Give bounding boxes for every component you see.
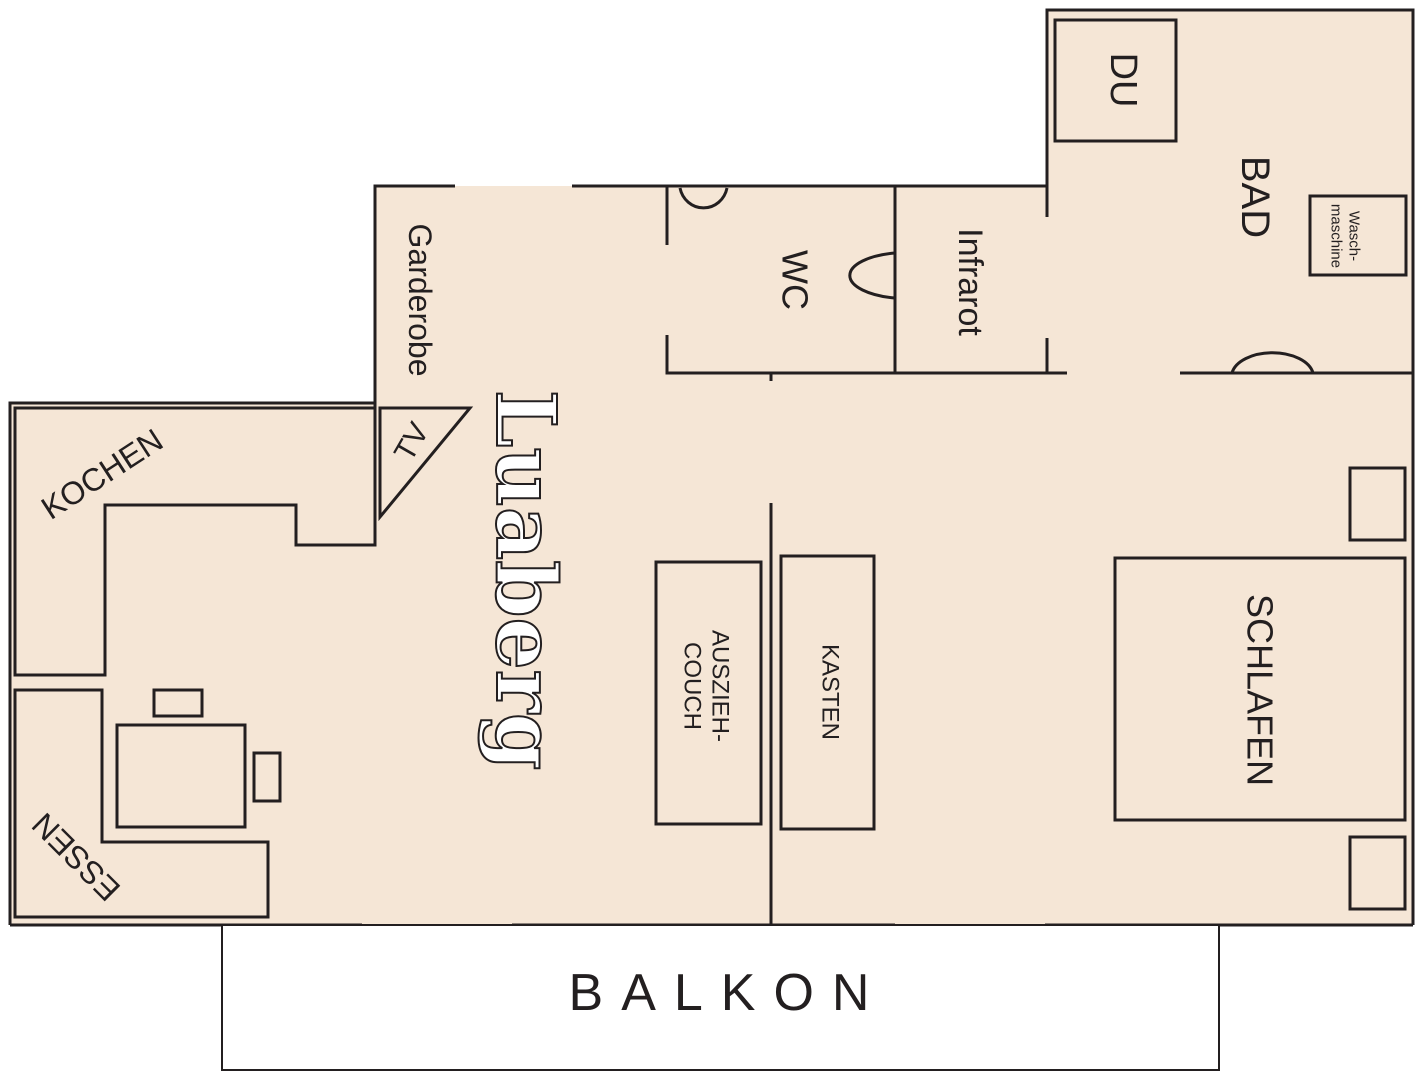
- shower: [1053, 18, 1178, 143]
- label-balkon: BALKON: [569, 964, 888, 1022]
- door-swing-wc-infrarot: [848, 251, 896, 300]
- label-schlafen: SCHLAFEN: [1240, 594, 1281, 786]
- label-garderobe: Garderobe: [402, 224, 438, 377]
- dining-chair: [152, 688, 204, 718]
- wardrobe: [779, 554, 876, 831]
- door-swing-wc-entry: [678, 187, 729, 210]
- sofa-bed: [654, 560, 763, 826]
- label-washing-machine: Wasch- maschine: [1328, 204, 1363, 268]
- bed: [1113, 556, 1407, 822]
- label-sofa-bed: AUSZIEH- COUCH: [679, 630, 734, 742]
- label-kasten: KASTEN: [817, 644, 844, 740]
- label-sofa-bed-line2: COUCH: [679, 642, 706, 730]
- label-sofa-bed-line1: AUSZIEH-: [707, 630, 734, 742]
- balcony: [221, 924, 1220, 1071]
- apartment-floor: [10, 10, 1413, 925]
- label-du: DU: [1102, 53, 1144, 108]
- dining-chair: [252, 751, 282, 803]
- label-infrarot: Infrarot: [951, 228, 989, 336]
- nightstand: [1348, 835, 1407, 911]
- label-wc: WC: [775, 250, 816, 310]
- nightstand: [1348, 466, 1407, 542]
- dining-table: [115, 723, 247, 829]
- kitchen-counter: [13, 406, 377, 677]
- door-swing-bad: [1230, 351, 1315, 374]
- label-washing-machine-line2: maschine: [1328, 204, 1345, 268]
- tv-stand: [378, 406, 474, 522]
- washing-machine: [1308, 194, 1408, 277]
- apartment-name-logo: Luaberg: [477, 390, 573, 770]
- label-washing-machine-line1: Wasch-: [1346, 211, 1363, 261]
- label-bad: BAD: [1233, 156, 1277, 238]
- dining-bench: [13, 688, 270, 919]
